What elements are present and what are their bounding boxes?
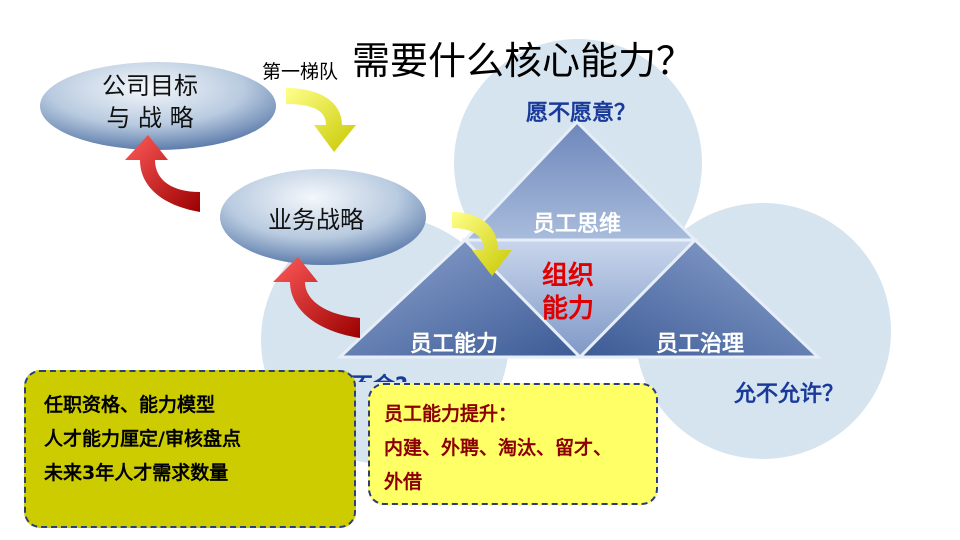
employee-governance-label: 员工治理: [656, 332, 745, 357]
page-title: 需要什么核心能力？: [352, 39, 695, 83]
red-arrow-up-left: [125, 135, 200, 212]
yellow-arrow-down-triangle: [452, 212, 512, 276]
qualification-line: 任职资格、能力模型: [44, 394, 216, 416]
title-prefix: 第一梯队: [262, 61, 339, 83]
ability-question-partial: 不会?: [351, 368, 407, 382]
yellow-arrow-down-top: [286, 88, 356, 152]
org-capability-label: 组织 能力: [542, 260, 612, 326]
qualification-box: 任职资格、能力模型 人才能力厘定/审核盘点 未来3年人才需求数量: [24, 370, 356, 528]
permission-question: 允不允许？: [734, 382, 845, 407]
qualification-line: 人才能力厘定/审核盘点: [44, 428, 241, 450]
goal-ellipse-label: 公司目标 与 战 略: [100, 70, 200, 134]
improvement-line2: 外借: [384, 471, 423, 493]
org-label-line2: 能力: [542, 294, 595, 324]
red-arrow-up-middle: [273, 257, 360, 338]
goal-label-line1: 公司目标: [102, 72, 198, 100]
capability-improvement-box: 员工能力提升： 内建、外聘、淘汰、留才、 外借: [368, 383, 658, 505]
willingness-question: 愿不愿意？: [526, 101, 637, 126]
qualification-line: 未来3年人才需求数量: [44, 462, 229, 484]
triangle-center: [461, 238, 699, 360]
employee-ability-label: 员工能力: [410, 332, 499, 357]
improvement-line1: 内建、外聘、淘汰、留才、: [384, 437, 613, 459]
improvement-heading: 员工能力提升：: [384, 403, 518, 425]
org-label-line1: 组织: [542, 261, 595, 291]
employee-mindset-label: 员工思维: [533, 212, 622, 237]
business-strategy-ellipse: [220, 169, 426, 265]
org-capability-triangle: [336, 119, 822, 360]
goal-label-line2: 与 战 略: [106, 104, 194, 132]
goal-ellipse: [40, 62, 276, 150]
business-strategy-label: 业务战略: [268, 206, 364, 234]
